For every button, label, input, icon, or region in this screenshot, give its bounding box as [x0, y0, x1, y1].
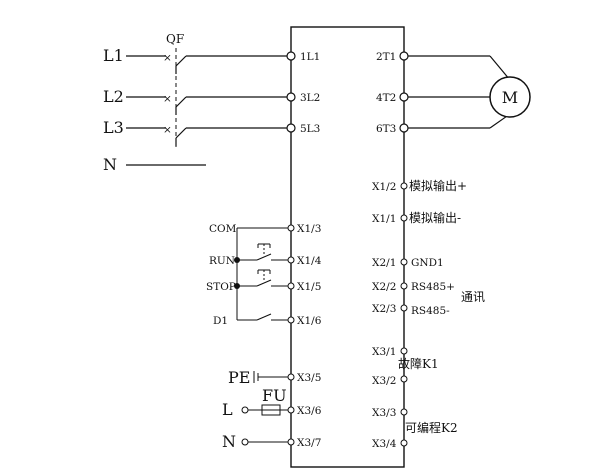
- aux-l-label: L: [222, 400, 233, 419]
- rs485-pos-label: RS485+: [411, 281, 455, 293]
- terminal-x2-1: X2/1 GND1: [372, 257, 444, 269]
- supply-l1-line: L1 ×: [103, 46, 291, 67]
- svg-text:1L1: 1L1: [300, 51, 320, 63]
- supply-l2-line: L2 ×: [103, 87, 291, 108]
- terminal-x1-1: X1/1 模拟输出-: [372, 210, 461, 225]
- pe-line: PE X3/5: [228, 368, 321, 387]
- svg-text:4T2: 4T2: [376, 92, 396, 104]
- fault-k1-label: 故障K1: [398, 356, 439, 371]
- supply-n-label: N: [103, 155, 117, 174]
- svg-text:X3/2: X3/2: [372, 375, 396, 387]
- terminal-x3-2: X3/2: [372, 375, 408, 387]
- svg-text:×: ×: [163, 93, 172, 105]
- motor-label: M: [502, 88, 518, 107]
- terminal-6t3: 6T3: [376, 123, 409, 135]
- run-label: RUN: [209, 255, 235, 267]
- terminal-x2-2: X2/2 RS485+: [372, 281, 455, 293]
- terminal-x3-6-label: X3/6: [297, 405, 322, 417]
- terminal-4t2: 4T2: [376, 92, 409, 104]
- pe-label: PE: [228, 368, 250, 387]
- svg-text:X3/4: X3/4: [372, 438, 397, 450]
- device-body: [290, 26, 405, 468]
- stop-label: STOP: [206, 281, 236, 293]
- svg-text:X1/5: X1/5: [297, 281, 321, 293]
- terminal-x3-3: X3/3: [372, 407, 408, 419]
- svg-text:6T3: 6T3: [376, 123, 396, 135]
- svg-text:×: ×: [163, 124, 172, 136]
- svg-text:X1/1: X1/1: [372, 213, 396, 225]
- supply-l3-line: L3 ×: [103, 118, 291, 139]
- svg-text:X2/2: X2/2: [372, 281, 396, 293]
- terminal-5l3: 5L3: [286, 123, 320, 135]
- junction-stop: [234, 283, 240, 289]
- programmable-k2-label: 可编程K2: [405, 420, 458, 435]
- comm-label: 通讯: [461, 290, 485, 304]
- svg-text:X1/6: X1/6: [297, 315, 322, 327]
- analog-out-pos-label: 模拟输出+: [409, 178, 467, 193]
- svg-text:3L2: 3L2: [300, 92, 320, 104]
- svg-text:X3/3: X3/3: [372, 407, 396, 419]
- svg-text:X1/2: X1/2: [372, 181, 396, 193]
- supply-l2-label: L2: [103, 87, 124, 106]
- d1-label: D1: [213, 315, 228, 327]
- terminal-3l2: 3L2: [286, 92, 320, 104]
- terminal-x1-5: X1/5: [287, 281, 321, 293]
- terminal-x1-2: X1/2 模拟输出+: [372, 178, 467, 193]
- terminal-x2-3: X2/3 RS485-: [372, 303, 450, 317]
- terminal-x1-3: X1/3: [287, 223, 321, 235]
- gnd1-label: GND1: [411, 257, 444, 269]
- terminal-x1-4: X1/4: [287, 255, 322, 267]
- svg-text:X2/3: X2/3: [372, 303, 396, 315]
- com-label: COM: [209, 223, 237, 235]
- stop-pushbutton: [257, 269, 271, 282]
- control-wiring: [236, 227, 288, 321]
- breaker-qf-label: QF: [166, 32, 184, 46]
- svg-text:2T1: 2T1: [376, 51, 396, 63]
- supply-n-line: N: [103, 155, 206, 174]
- terminal-1l1: 1L1: [286, 51, 320, 63]
- fuse-label: FU: [262, 386, 287, 405]
- terminal-x3-7-label: X3/7: [297, 437, 321, 449]
- svg-text:X1/3: X1/3: [297, 223, 321, 235]
- rs485-neg-label: RS485-: [411, 305, 450, 317]
- breaker-qf: QF: [166, 32, 184, 147]
- terminal-x3-5-label: X3/5: [297, 372, 321, 384]
- aux-n-label: N: [222, 432, 236, 451]
- aux-l-line: L FU X3/6: [222, 386, 322, 419]
- svg-text:X1/4: X1/4: [297, 255, 322, 267]
- terminal-x3-4: X3/4: [372, 438, 408, 450]
- terminal-2t1: 2T1: [376, 51, 409, 63]
- supply-l3-label: L3: [103, 118, 124, 137]
- junction-run: [234, 257, 240, 263]
- run-pushbutton: [257, 243, 271, 256]
- analog-out-neg-label: 模拟输出-: [409, 210, 461, 225]
- terminal-x1-6: X1/6: [287, 315, 322, 327]
- svg-text:×: ×: [163, 52, 172, 64]
- terminal-x3-1: X3/1: [372, 346, 408, 358]
- svg-text:X3/1: X3/1: [372, 346, 396, 358]
- motor: M: [489, 76, 531, 118]
- svg-text:X2/1: X2/1: [372, 257, 396, 269]
- svg-text:5L3: 5L3: [300, 123, 320, 135]
- supply-l1-label: L1: [103, 46, 124, 65]
- aux-n-line: N X3/7: [222, 432, 321, 451]
